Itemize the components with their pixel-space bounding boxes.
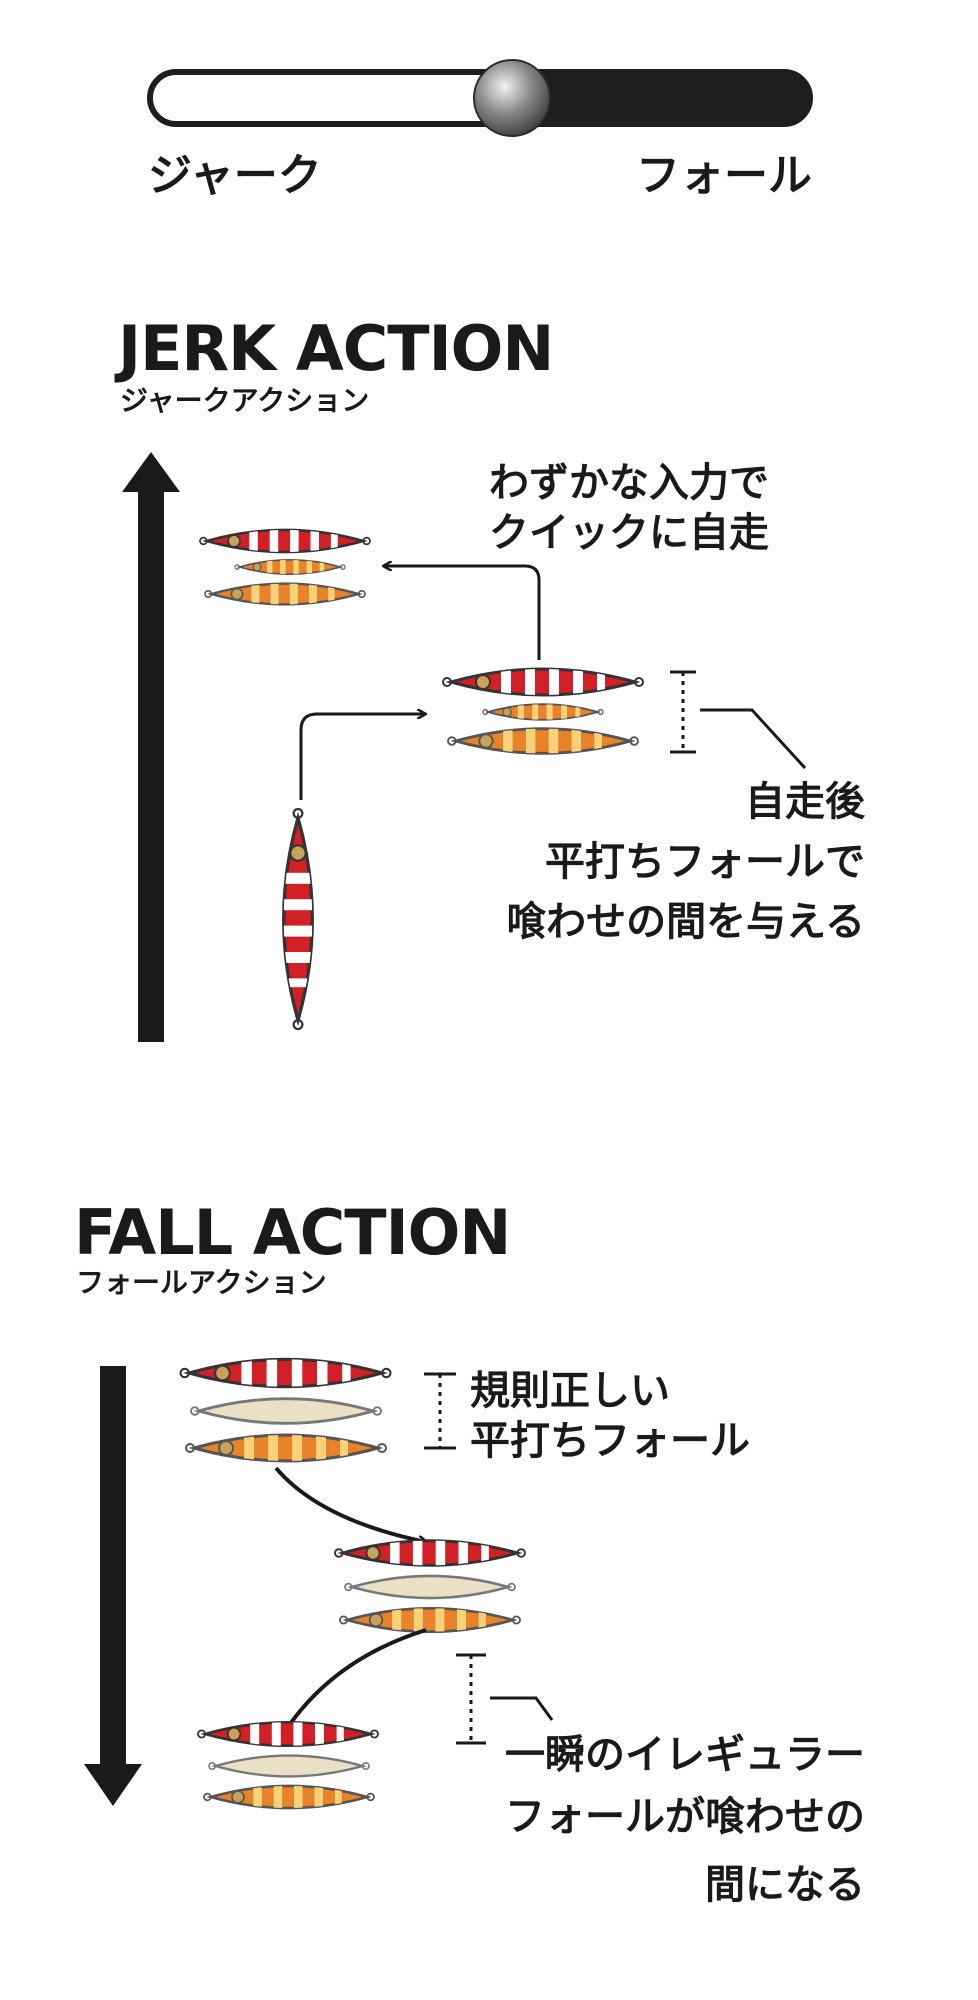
interval-bracket xyxy=(670,670,807,770)
slider-fill xyxy=(512,72,810,124)
fall-note-bottom-3: 間になる xyxy=(705,1862,865,1908)
jig-group-top xyxy=(200,524,370,610)
jerk-note-top-1: わずかな入力で xyxy=(489,460,769,506)
fall-note-top-2: 平打ちフォール xyxy=(470,1418,750,1464)
jerk-fall-slider xyxy=(147,59,813,137)
slider-left-label: ジャーク xyxy=(148,150,322,201)
jerk-note-bottom-1: 自走後 xyxy=(745,779,866,825)
jerk-title: JERK ACTION xyxy=(114,312,553,385)
up-arrow-icon xyxy=(122,452,180,1042)
jig-group-fall-bottom xyxy=(198,1716,378,1814)
slider-knob xyxy=(473,59,551,137)
arrow-to-top-jigs xyxy=(384,566,541,660)
down-arrow-icon xyxy=(84,1366,142,1806)
jerk-note-top-2: クイックに自走 xyxy=(489,510,769,556)
fall-note-bottom-1: 一瞬のイレギュラー xyxy=(505,1732,865,1778)
jig-group-middle xyxy=(443,662,643,760)
fall-note-bottom-2: フォールが喰わせの xyxy=(505,1794,865,1840)
fall-title: FALL ACTION xyxy=(74,1196,510,1269)
jig-group-fall-top xyxy=(181,1352,391,1468)
slider-right-label: フォール xyxy=(636,150,812,201)
fall-subtitle: フォールアクション xyxy=(76,1266,327,1299)
irregular-fall-bracket xyxy=(456,1653,554,1745)
jerk-note-bottom-2: 平打ちフォールで xyxy=(545,839,865,885)
regular-fall-bracket xyxy=(424,1372,456,1450)
jerk-note-bottom-3: 喰わせの間を与える xyxy=(506,899,865,945)
arrow-to-middle-jigs xyxy=(299,714,425,800)
jig-vertical xyxy=(276,809,320,1029)
curved-arrow-1 xyxy=(274,1466,426,1542)
jig-group-fall-middle xyxy=(335,1534,525,1638)
jerk-subtitle: ジャークアクション xyxy=(120,384,369,417)
fall-note-top-1: 規則正しい xyxy=(470,1368,670,1414)
curved-arrow-2 xyxy=(282,1628,427,1736)
